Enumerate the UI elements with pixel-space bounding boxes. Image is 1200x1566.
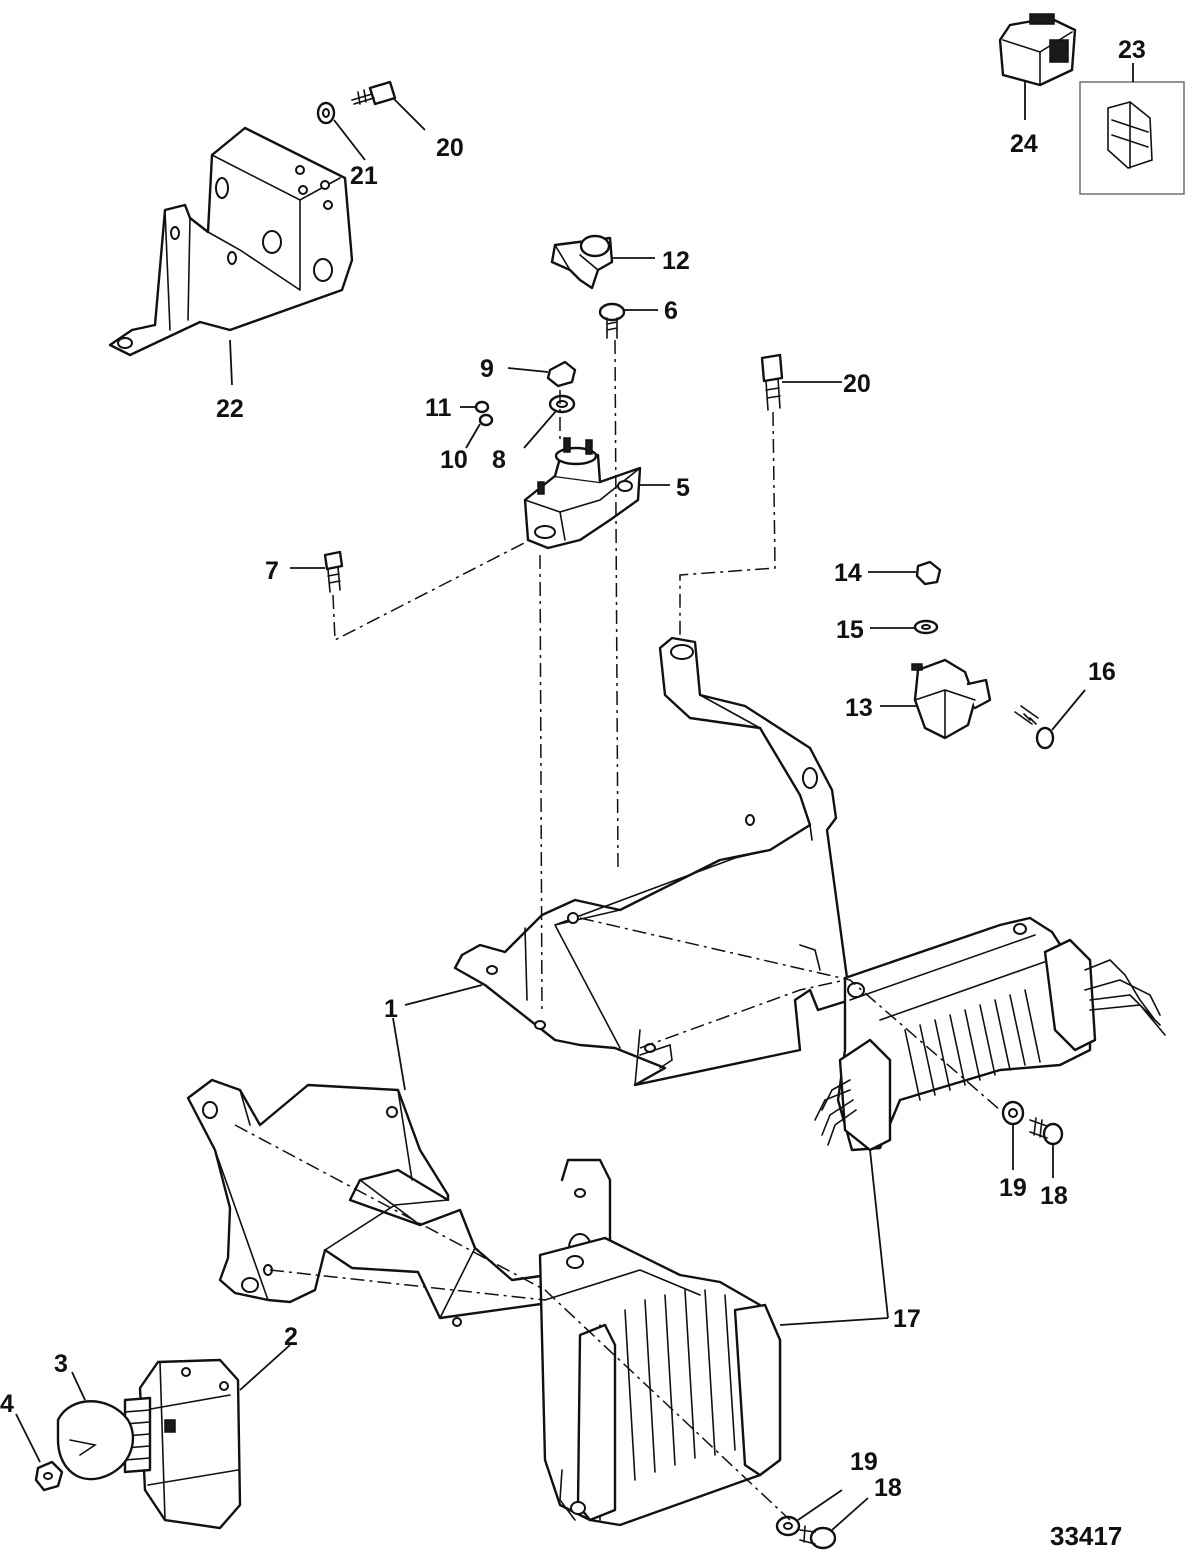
relay-part-24 — [998, 13, 1077, 120]
clamp-part-12 — [550, 234, 655, 290]
callout-4: 4 — [0, 1390, 14, 1418]
screw-part-16 — [1014, 689, 1086, 750]
assembly-lines — [234, 339, 1001, 1521]
callout-22: 22 — [216, 395, 244, 423]
solenoid-part-5 — [523, 437, 670, 550]
callout-17: 17 — [893, 1305, 921, 1333]
callout-2: 2 — [284, 1323, 298, 1351]
callout-6: 6 — [664, 297, 678, 325]
callout-20-right: 20 — [843, 370, 871, 398]
callout-7: 7 — [265, 557, 279, 585]
screw-part-20-right — [760, 353, 842, 411]
washer-part-19-upper — [1001, 1100, 1025, 1170]
module-part-17-upper — [814, 916, 1166, 1152]
callout-18-lower: 18 — [874, 1474, 902, 1502]
callout-12: 12 — [662, 247, 690, 275]
callout-21: 21 — [350, 162, 378, 190]
callout-24: 24 — [1010, 130, 1038, 158]
callouts: 1 2 3 4 5 6 7 8 9 10 11 12 13 14 15 16 1… — [0, 36, 1146, 1551]
callout-20-top: 20 — [436, 134, 464, 162]
bracket-part-1-upper — [453, 636, 852, 1087]
screw-part-7 — [290, 550, 344, 593]
reference-code: 33417 — [1050, 1521, 1122, 1551]
callout-9: 9 — [480, 355, 494, 383]
screw-part-14 — [868, 560, 942, 586]
callout-10: 10 — [440, 446, 468, 474]
callout-1: 1 — [384, 995, 398, 1023]
bracket-part-22 — [108, 126, 354, 386]
callout-3: 3 — [54, 1350, 68, 1378]
callout-19-upper: 19 — [999, 1174, 1027, 1202]
callout-14: 14 — [834, 559, 862, 587]
callout-5: 5 — [676, 474, 690, 502]
lockwasher-part-11 — [460, 400, 490, 414]
callout-23: 23 — [1118, 36, 1146, 64]
leader-lines — [392, 984, 889, 1326]
module-part-17-lower — [538, 1236, 782, 1527]
ignition-module-part-2 — [123, 1344, 291, 1530]
screw-part-6 — [598, 302, 658, 339]
callout-15: 15 — [836, 616, 864, 644]
nut-part-4 — [15, 1413, 64, 1492]
washer-part-21 — [316, 101, 366, 161]
washer-part-10 — [465, 413, 494, 449]
screw-part-18-lower — [799, 1497, 869, 1550]
screw-part-20-top — [351, 80, 426, 131]
boot-part-3 — [56, 1371, 135, 1481]
fuse-part-23 — [1079, 63, 1185, 195]
callout-8: 8 — [492, 446, 506, 474]
callout-16: 16 — [1088, 658, 1116, 686]
washer-part-15 — [870, 619, 939, 635]
screw-part-18-upper — [1029, 1117, 1064, 1178]
callout-19-lower: 19 — [850, 1448, 878, 1476]
callout-13: 13 — [845, 694, 873, 722]
washer-part-19-lower — [775, 1489, 843, 1537]
callout-11: 11 — [425, 394, 452, 422]
nut-part-9 — [507, 360, 577, 388]
callout-18-upper: 18 — [1040, 1182, 1068, 1210]
washer-part-8 — [523, 394, 576, 449]
sensor-part-13 — [880, 658, 992, 740]
